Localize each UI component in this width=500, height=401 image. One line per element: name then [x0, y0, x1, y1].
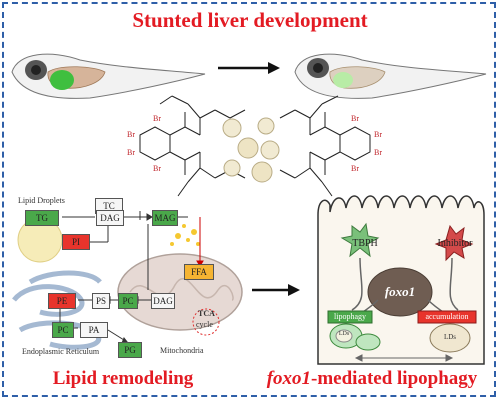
accumulation-label: accumulation [425, 312, 469, 321]
lipophagy-box [327, 310, 373, 324]
node-pg: PG [118, 342, 142, 358]
mitochondrion-shape [117, 253, 243, 331]
tbph-star-icon [340, 222, 380, 258]
node-mag: MAG [152, 210, 178, 226]
node-tg: TG [25, 210, 59, 226]
br-label: Br [351, 164, 359, 173]
tca-cycle-ring [192, 308, 220, 336]
inhibitor-star-icon [434, 224, 474, 262]
lipophagy-title-part: -mediated lipophagy [311, 368, 478, 389]
bottom-left-title: Lipid remodeling [52, 368, 194, 389]
lipid-droplet-cluster [222, 117, 280, 183]
tca-label: TCA [198, 309, 215, 318]
bottom-right-title: foxo1-mediated lipophagy [248, 368, 496, 390]
nucleus [367, 267, 433, 317]
arrow-top [218, 62, 280, 74]
lds-right-label: LDs [443, 333, 457, 341]
molecule-right [279, 95, 371, 197]
dashed-frame [2, 2, 496, 397]
foxo1-title-part: foxo1 [266, 368, 312, 389]
er-label: Endoplasmic Reticulum [22, 347, 100, 356]
top-title: Stunted liver development [132, 8, 368, 32]
br-label: Br [374, 130, 382, 139]
arrow-middle [252, 284, 300, 296]
lysosome [355, 333, 381, 351]
accumulation-box [417, 310, 477, 324]
br-label: Br [351, 114, 359, 123]
br-label: Br [153, 164, 161, 173]
larva-exposed [294, 53, 487, 99]
node-ffa: FFA [184, 264, 214, 280]
node-pc-mid: PC [118, 293, 138, 309]
br-label: Br [374, 148, 382, 157]
lipophagy-label: lipophagy [334, 312, 366, 321]
node-pe: PE [48, 293, 76, 309]
node-pa: PA [80, 322, 108, 338]
node-dag-mid: DAG [151, 293, 175, 309]
ffa-dots [170, 224, 200, 246]
node-ps: PS [92, 293, 110, 309]
mitochondria-label: Mitochondria [160, 346, 204, 355]
double-arrow [354, 354, 454, 362]
br-label: Br [127, 130, 135, 139]
larva-normal [11, 53, 206, 99]
foxo1-label: foxo1 [384, 284, 416, 299]
lipid-droplets-label: Lipid Droplets [18, 196, 65, 205]
lds-left-droplet [335, 329, 353, 343]
br-label: Br [153, 114, 161, 123]
node-dag-top: DAG [96, 210, 124, 226]
lds-left-label: LDs [338, 331, 350, 337]
molecule-left [139, 95, 246, 197]
node-pc-low: PC [52, 322, 74, 338]
lds-right-droplet [429, 323, 471, 353]
inhibitor-label: Inhibitor [437, 238, 473, 249]
br-label: Br [127, 148, 135, 157]
tbph-label: TBPH [352, 238, 378, 249]
node-pi: PI [62, 234, 90, 250]
cycle-label: cycle [196, 320, 213, 329]
